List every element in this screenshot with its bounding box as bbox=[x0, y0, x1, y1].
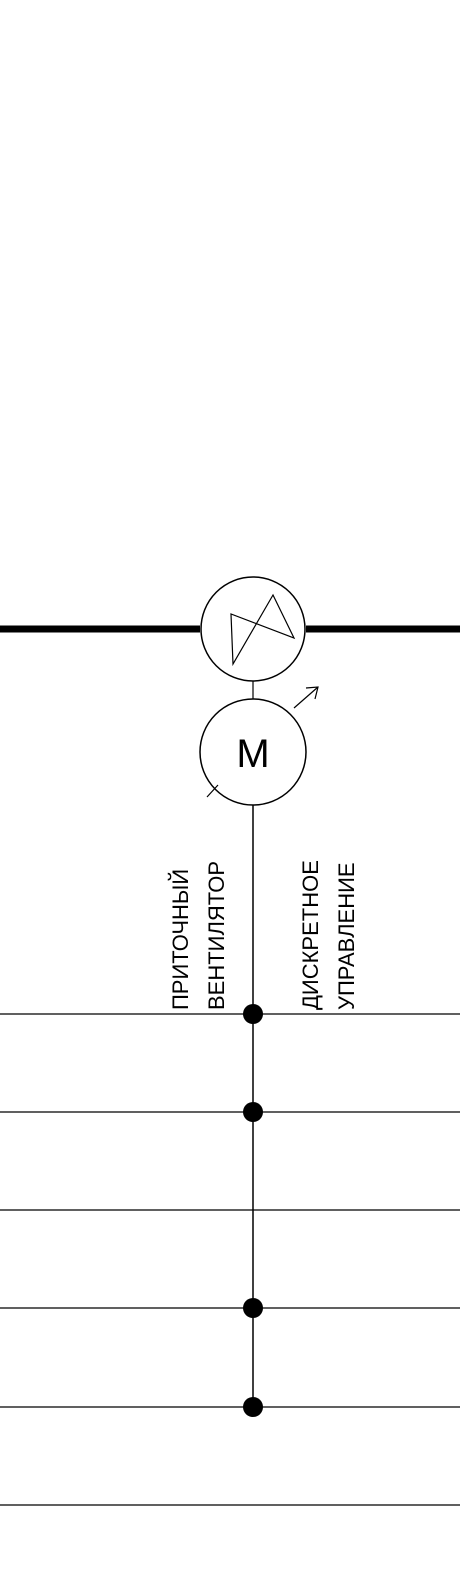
connection-node bbox=[243, 1397, 263, 1417]
motor-symbol: M bbox=[199, 698, 307, 806]
connection-node bbox=[243, 1102, 263, 1122]
control-label-line1: ДИСКРЕТНОЕ bbox=[298, 860, 323, 1010]
supply-fan-symbol bbox=[200, 576, 306, 682]
control-arrow-icon bbox=[293, 686, 319, 709]
fan-label-line1: ПРИТОЧНЫЙ bbox=[168, 869, 193, 1010]
control-label-line2: УПРАВЛЕНИЕ bbox=[334, 862, 359, 1010]
fan-label: ПРИТОЧНЫЙ ВЕНТИЛЯТОР bbox=[168, 861, 229, 1010]
control-label: ДИСКРЕТНОЕ УПРАВЛЕНИЕ bbox=[298, 860, 359, 1010]
motor-letter: M bbox=[236, 732, 269, 776]
fan-bowtie-icon bbox=[230, 593, 296, 667]
connection-node bbox=[243, 1298, 263, 1318]
label-leader bbox=[206, 784, 219, 798]
fan-label-line2: ВЕНТИЛЯТОР bbox=[204, 861, 229, 1010]
connection-node bbox=[243, 1004, 263, 1024]
